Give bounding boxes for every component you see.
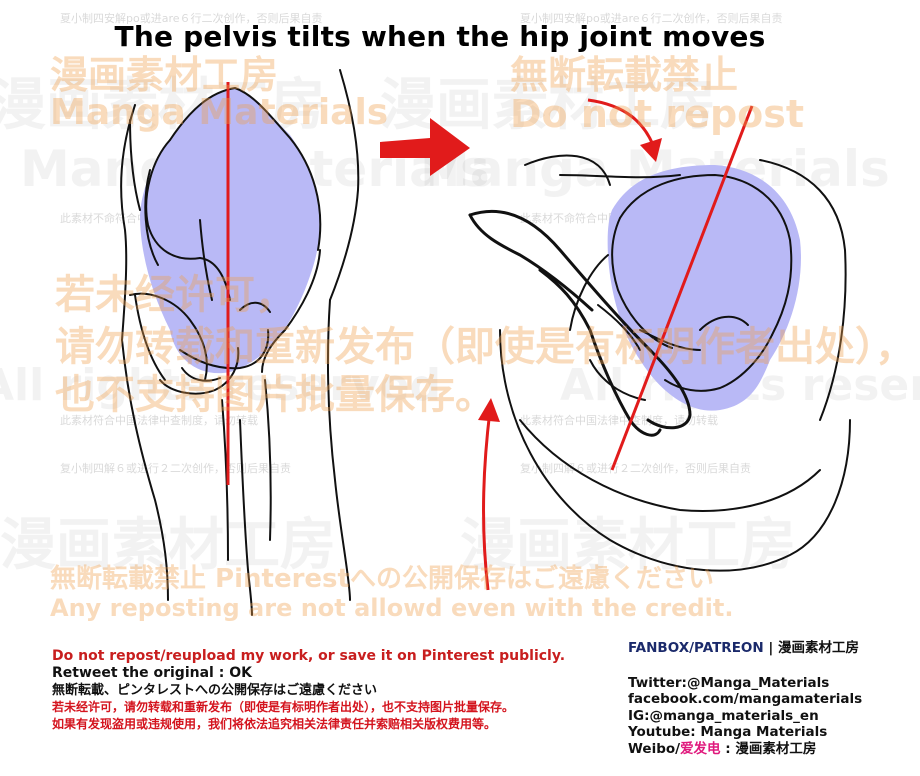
right-axis-line [610, 105, 754, 471]
curved-arrow-bottom [482, 409, 492, 591]
weibo-line[interactable]: Weibo/爱发电 : 漫画素材工房 [628, 741, 913, 758]
repost-warning-zh-1: 若未经许可，请勿转载和重新发布（即使是有标明作者出处），也不支持图片批量保存。 [52, 700, 515, 714]
watermark-orange-6: 请勿转载和重新发布（即使是有标明作者出处）， [55, 324, 915, 370]
right-hip-drawing [468, 98, 851, 591]
watermark-small-7: 复小制四解６或进行２二次创作，否则后果自责 [60, 462, 291, 475]
youtube-channel[interactable]: Youtube: Manga Materials [628, 724, 828, 740]
footer-notice: Do not repost/reupload my work, or save … [52, 648, 612, 733]
left-pelvis-fill [140, 88, 320, 374]
watermark-small-2: 夏小制四安解po或进are６行二次创作，否则后果自责 [520, 12, 783, 25]
watermark-orange-7: 也不支持图片批量保存。 [55, 372, 495, 418]
support-links: FANBOX/PATREON | 漫画素材工房 [628, 640, 913, 657]
fanbox-patreon-link[interactable]: FANBOX/PATREON [628, 640, 764, 656]
separator: | [768, 640, 774, 656]
instagram-handle[interactable]: IG:@manga_materials_en [628, 707, 819, 724]
watermark-orange-2: Manga Materials [50, 92, 389, 133]
left-hip-drawing [120, 69, 360, 616]
watermark-orange-9: Any reposting are not allowd even with t… [50, 594, 734, 622]
pelvis-illustration [120, 69, 851, 616]
weibo-suffix: : 漫画素材工房 [720, 740, 817, 757]
weibo-highlight: 爱发电 [680, 740, 721, 757]
watermark-orange-8: 無断転載禁止 Pinterestへの公開保存はご遠慮ください [50, 564, 714, 594]
studio-name: 漫画素材工房 [778, 640, 860, 656]
watermark-small-6: 此素材符合中国法律中查制度，请勿转载 [520, 414, 718, 427]
watermark-small-5: 此素材符合中国法律中查制度，请勿转载 [60, 414, 258, 427]
watermark-gray-7: 漫画素材工房 [0, 513, 336, 578]
watermark-orange-1: 漫画素材工房 [50, 53, 279, 97]
twitter-handle[interactable]: Twitter:@Manga_Materials [628, 674, 830, 691]
watermark-orange-4: Do not repost [510, 92, 805, 136]
retweet-ok: Retweet the original : OK [52, 665, 252, 681]
repost-warning-ja: 無断転載、ピンタレストへの公開保存はご遠慮ください [52, 683, 378, 698]
watermark-gray-8: 漫画素材工房 [460, 513, 796, 578]
curved-arrow-bottom-head [478, 398, 500, 422]
facebook-link[interactable]: facebook.com/mangamaterials [628, 691, 863, 707]
repost-warning-zh-2: 如果有发现盗用或违规使用，我们将依法追究相关法律责任并索赔相关版权费用等。 [52, 717, 497, 731]
page-title: The pelvis tilts when the hip joint move… [114, 20, 766, 53]
watermark-orange-3: 無断転載禁止 [510, 53, 739, 97]
weibo-prefix: Weibo/ [628, 740, 681, 757]
repost-warning-en: Do not repost/reupload my work, or save … [52, 648, 566, 664]
watermark-orange-5: 若未经许可， [55, 272, 295, 318]
footer-social: FANBOX/PATREON | 漫画素材工房 Twitter:@Manga_M… [628, 640, 913, 757]
right-pelvis-fill [607, 165, 801, 411]
direction-arrow [380, 118, 470, 176]
curved-arrow-top-head [640, 138, 662, 162]
watermark-small-1: 夏小制四安解po或进are６行二次创作，否则后果自责 [60, 12, 323, 25]
